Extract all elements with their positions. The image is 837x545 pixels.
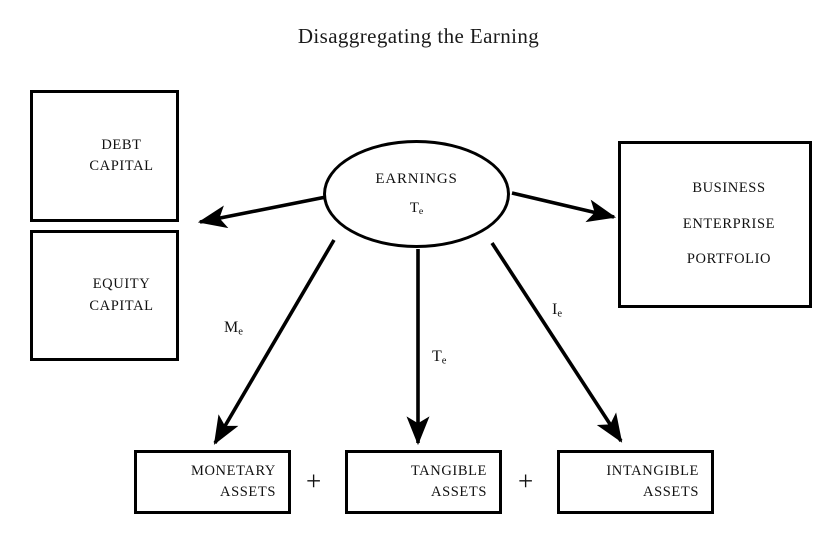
box-tangible-assets-line-1: TANGIBLE: [410, 462, 487, 479]
arrow-label-monetary-earnings: Me: [224, 319, 243, 337]
earnings-symbol-base: T: [409, 199, 419, 216]
arrow-label-tangible-earnings: Te: [432, 348, 446, 366]
box-monetary-assets-line-2: ASSETS: [220, 484, 276, 500]
box-intangible-assets-line-1: INTANGIBLE: [606, 462, 699, 479]
box-equity-capital-line-1: EQUITY: [92, 276, 151, 293]
arrow-label-intangible-earnings: Ie: [552, 301, 562, 319]
figure-title: Disaggregating the Earning: [297, 24, 540, 48]
ellipse-earnings: EARNINGS Te: [323, 140, 510, 248]
box-monetary-assets-line-1: MONETARY: [190, 462, 276, 479]
ellipse-earnings-label: EARNINGS: [375, 170, 458, 187]
box-business-enterprise-portfolio: BUSINESS ENTERPRISE PORTFOLIO: [618, 141, 812, 308]
box-debt-capital-line-2: CAPITAL: [89, 158, 154, 174]
arrow-label-me-subscript: e: [238, 326, 243, 338]
arrow-label-ie-subscript: e: [557, 308, 563, 320]
box-debt-capital: DEBT CAPITAL: [30, 90, 179, 222]
earnings-symbol-subscript: e: [418, 206, 424, 218]
box-portfolio-line-1: BUSINESS: [692, 180, 766, 197]
box-intangible-assets: INTANGIBLE ASSETS: [557, 450, 714, 514]
box-equity-capital-line-2: CAPITAL: [89, 297, 154, 314]
arrow-label-ie-base: I: [552, 301, 558, 318]
arrow-to-capital: [197, 194, 332, 229]
plus-operator-2: +: [518, 466, 534, 496]
arrow-to-portfolio: [511, 191, 617, 223]
arrow-label-te-base: T: [432, 348, 442, 365]
arrow-label-me-base: M: [224, 319, 239, 336]
arrow-to-intangible: [490, 242, 623, 443]
arrow-label-te-subscript: e: [441, 355, 447, 367]
box-tangible-assets-line-2: ASSETS: [431, 484, 487, 500]
box-tangible-assets: TANGIBLE ASSETS: [345, 450, 502, 514]
ellipse-earnings-symbol: Te: [410, 200, 424, 217]
arrow-to-monetary: [213, 239, 336, 445]
box-intangible-assets-line-2: ASSETS: [643, 484, 699, 500]
box-equity-capital: EQUITY CAPITAL: [30, 230, 179, 361]
plus-operator-1: +: [306, 466, 322, 496]
box-monetary-assets: MONETARY ASSETS: [134, 450, 291, 514]
box-debt-capital-line-1: DEBT: [101, 136, 142, 153]
box-portfolio-line-3: PORTFOLIO: [686, 251, 772, 268]
box-portfolio-line-2: ENTERPRISE: [682, 215, 776, 232]
